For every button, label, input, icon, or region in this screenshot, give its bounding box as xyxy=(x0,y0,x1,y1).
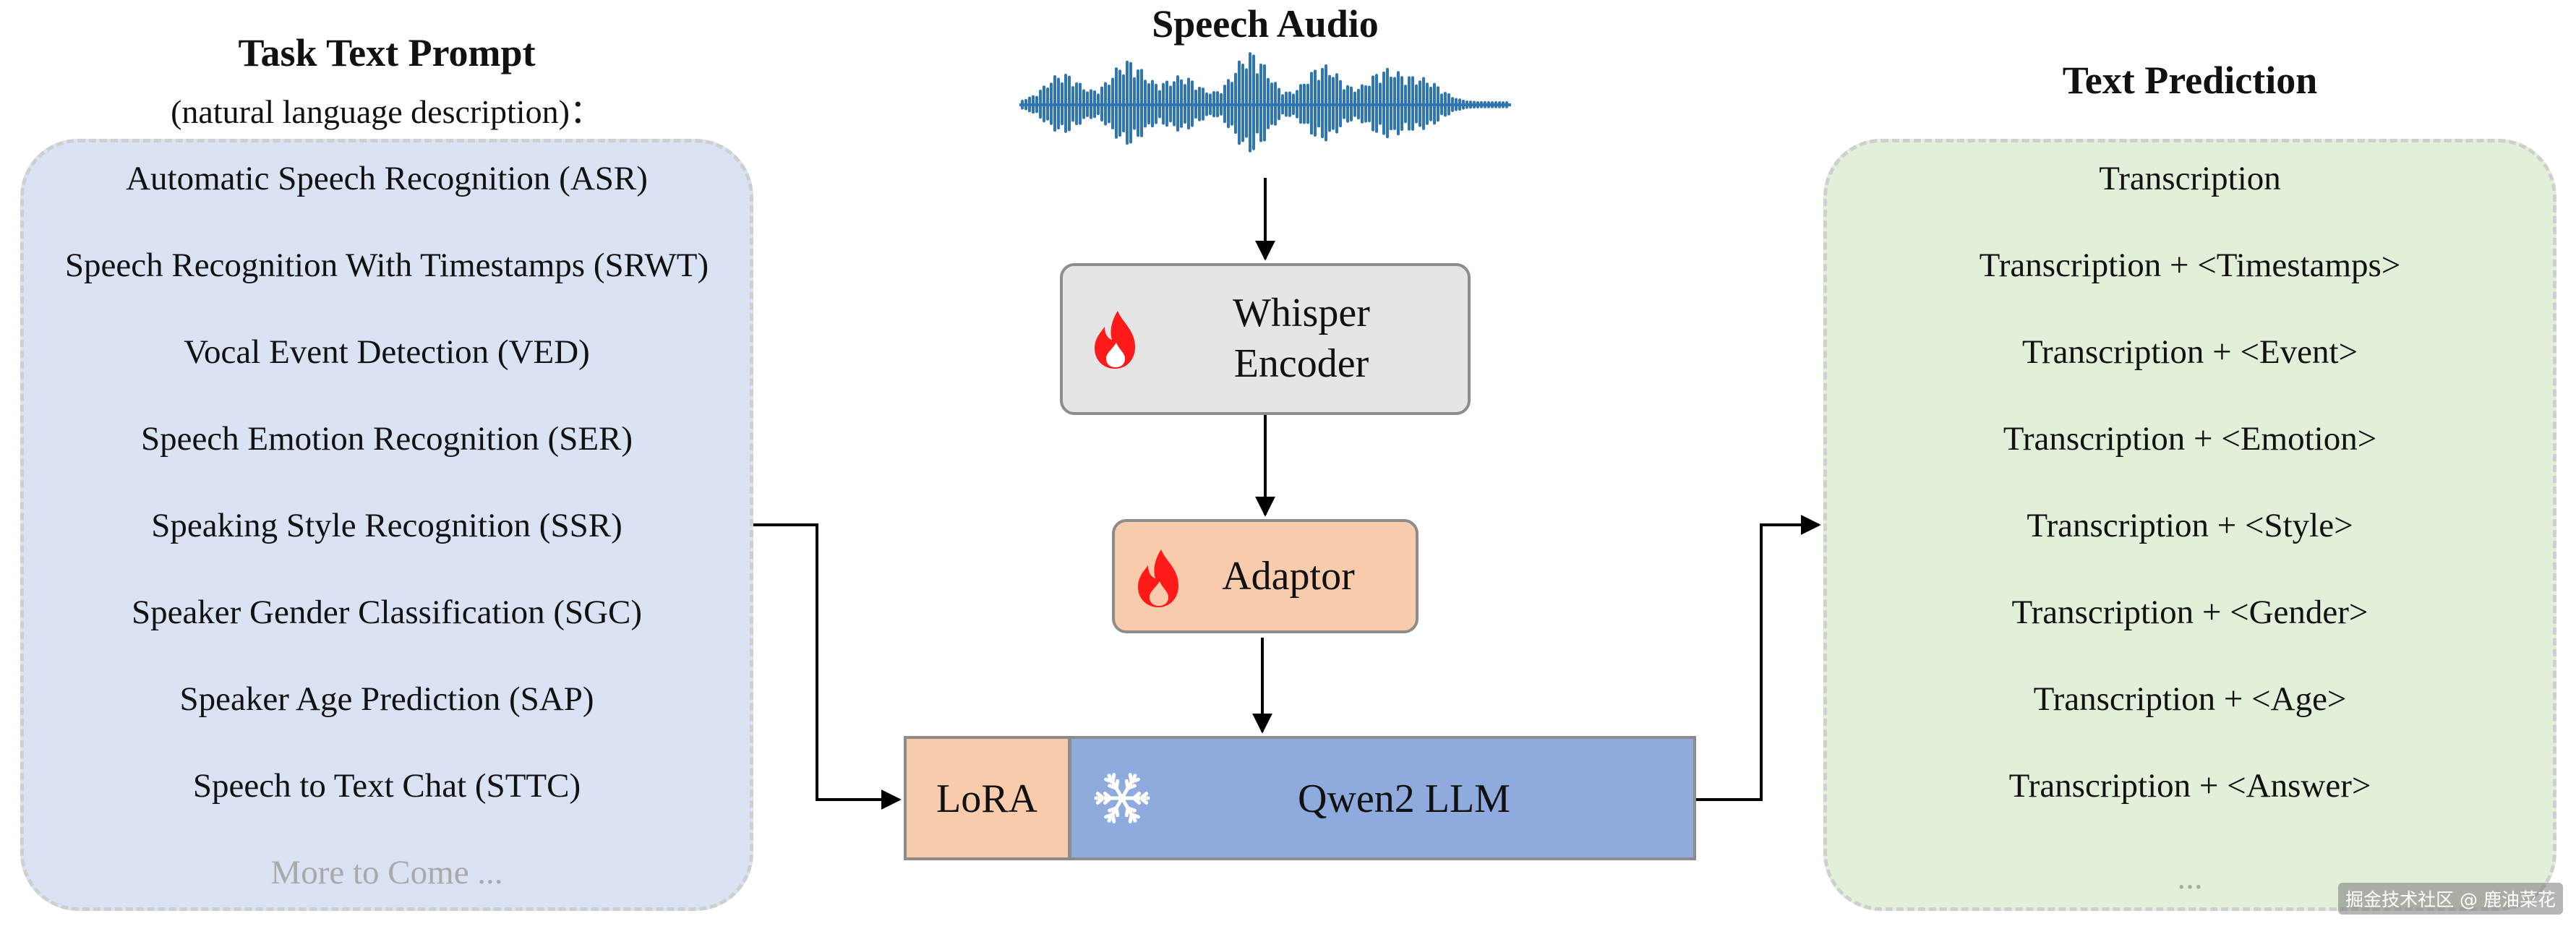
lora-label: LoRA xyxy=(936,776,1037,821)
waveform-icon xyxy=(1019,52,1511,153)
task-prompt-ssr: Speaking Style Recognition (SSR) xyxy=(151,507,622,544)
task-prompt-panel: Automatic Speech Recognition (ASR) Speec… xyxy=(20,139,753,911)
qwen2-llm-block: Qwen2 LLM xyxy=(1069,736,1696,860)
whisper-encoder-label-line1: Whisper xyxy=(1233,291,1370,335)
task-prompt-sap: Speaker Age Prediction (SAP) xyxy=(179,680,594,718)
task-prompt-subtitle: (natural language description)： xyxy=(171,93,603,130)
whisper-encoder-label-line2: Encoder xyxy=(1233,341,1369,386)
flame-icon xyxy=(1138,549,1178,607)
task-prompt-srwt: Speech Recognition With Timestamps (SRWT… xyxy=(64,247,709,284)
task-prompt-ser: Speech Emotion Recognition (SER) xyxy=(140,420,633,458)
adaptor-label: Adaptor xyxy=(1222,554,1355,599)
task-prompt-sttc: Speech to Text Chat (STTC) xyxy=(192,767,581,805)
prediction-answer: Transcription + <Answer> xyxy=(2008,767,2371,805)
arrow-llm-to-prediction xyxy=(1696,515,1821,801)
task-prompt-title: Task Text Prompt xyxy=(238,31,536,74)
whisper-encoder-block: Whisper Encoder xyxy=(1060,263,1471,415)
snowflake-icon xyxy=(1094,773,1150,823)
prediction-gender: Transcription + <Gender> xyxy=(2011,594,2369,631)
prediction-emotion: Transcription + <Emotion> xyxy=(2003,420,2377,458)
watermark: 掘金技术社区 @ 鹿油菜花 xyxy=(2338,883,2563,915)
flame-icon xyxy=(1095,311,1135,369)
task-prompt-sgc: Speaker Gender Classification (SGC) xyxy=(131,594,643,631)
speech-audio-title: Speech Audio xyxy=(1152,2,1379,46)
prediction-more: ... xyxy=(2177,859,2203,896)
qwen2-llm-label: Qwen2 LLM xyxy=(1298,776,1510,821)
lora-block: LoRA xyxy=(904,736,1070,860)
prediction-transcription: Transcription xyxy=(2099,160,2281,197)
adaptor-block: Adaptor xyxy=(1112,519,1418,633)
task-prompt-ved: Vocal Event Detection (VED) xyxy=(184,333,590,371)
text-prediction-title: Text Prediction xyxy=(2062,59,2318,102)
task-prompt-more: More to Come ... xyxy=(270,854,503,891)
arrow-prompt-to-lora xyxy=(753,523,902,810)
prediction-age: Transcription + <Age> xyxy=(2033,680,2347,718)
prediction-style: Transcription + <Style> xyxy=(2027,507,2353,544)
prediction-event: Transcription + <Event> xyxy=(2021,333,2358,371)
text-prediction-panel: Transcription Transcription + <Timestamp… xyxy=(1823,139,2556,911)
task-prompt-asr: Automatic Speech Recognition (ASR) xyxy=(126,160,648,197)
prediction-timestamps: Transcription + <Timestamps> xyxy=(1979,247,2401,284)
